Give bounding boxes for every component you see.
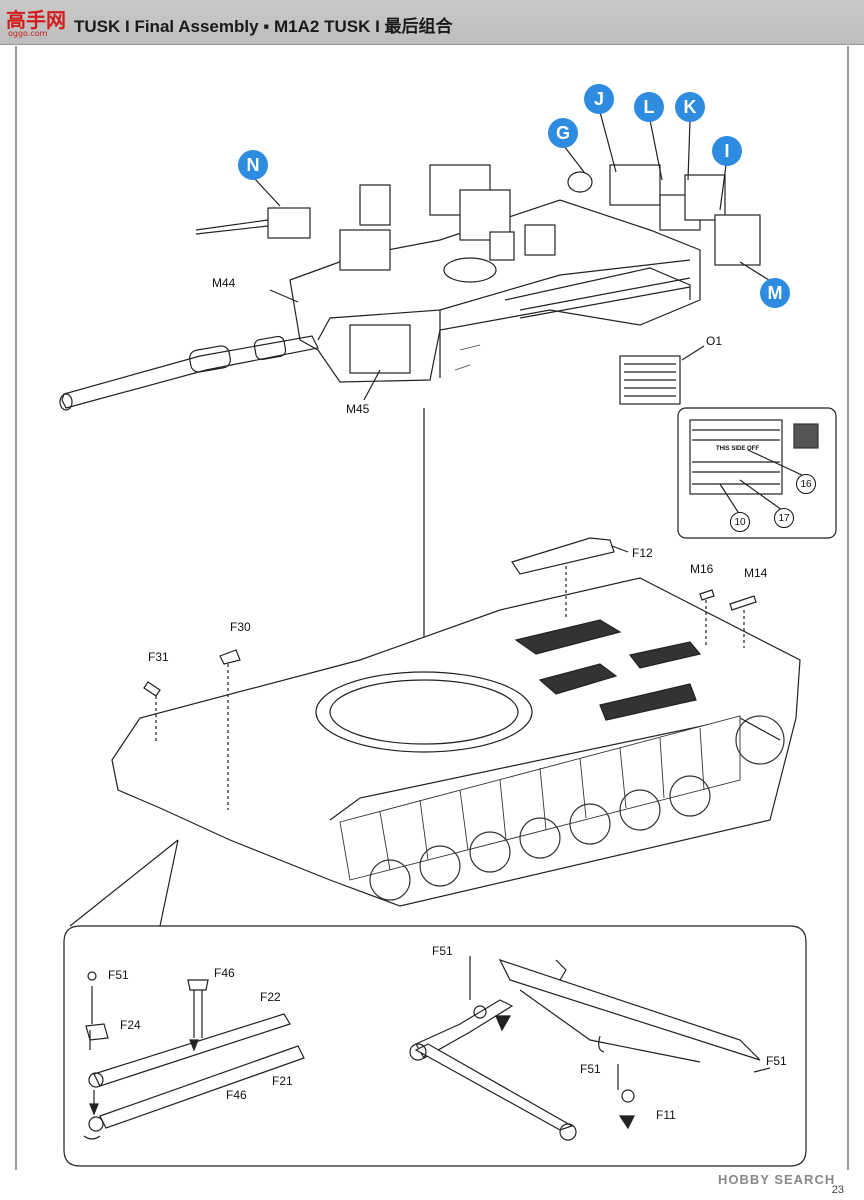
watermark-small: oggo.com: [8, 29, 48, 38]
label-left-f46-top: F46: [214, 966, 235, 980]
callout-m: M: [760, 278, 790, 308]
watermark-big: 高手网: [6, 8, 66, 32]
label-left-f22: F22: [260, 990, 281, 1004]
page-number: 23: [831, 1184, 844, 1196]
turret-drawing: [59, 164, 761, 411]
callout-i: I: [712, 136, 742, 166]
part-o1: [619, 355, 681, 405]
tow-bar-right: [409, 956, 771, 1141]
hull-drawing: [111, 577, 801, 907]
hobby-search-logo: HOBBY SEARCH: [718, 1172, 835, 1187]
label-left-f46-bottom: F46: [226, 1088, 247, 1102]
label-right-f51-right: F51: [766, 1054, 787, 1068]
page-title: TUSK I Final Assembly ▪ M1A2 TUSK I 最后组合: [74, 17, 453, 36]
decal-number-10: 10: [730, 512, 750, 532]
header-bar: 高手网 oggo.com TUSK I Final Assembly ▪ M1A…: [0, 0, 864, 45]
label-m16: M16: [690, 562, 714, 576]
label-right-f11: F11: [656, 1108, 676, 1122]
label-f31: F31: [148, 650, 169, 664]
callout-l: L: [634, 92, 664, 122]
tow-bar-left: [83, 971, 305, 1140]
label-m44: M44: [212, 276, 236, 290]
label-f12: F12: [632, 546, 653, 560]
callout-j: J: [584, 84, 614, 114]
label-left-f24: F24: [120, 1018, 141, 1032]
callout-k: K: [675, 92, 705, 122]
label-m14: M14: [744, 566, 768, 580]
label-left-f21: F21: [272, 1074, 293, 1088]
label-o1: O1: [706, 334, 723, 348]
hobby-search-logo-text: HOBBY SEARCH: [718, 1172, 836, 1187]
callout-n: N: [238, 150, 268, 180]
callout-g: G: [548, 118, 578, 148]
label-left-f51: F51: [108, 968, 129, 982]
label-right-f51-top: F51: [432, 944, 453, 958]
watermark-logo: 高手网 oggo.com: [4, 2, 72, 42]
label-f30: F30: [230, 620, 251, 634]
decal-this-side-text: THIS SIDE OFF: [716, 446, 760, 452]
label-m45: M45: [346, 402, 370, 416]
decal-number-17: 17: [774, 508, 794, 528]
decal-number-16: 16: [796, 474, 816, 494]
label-right-f51-mid: F51: [580, 1062, 601, 1076]
